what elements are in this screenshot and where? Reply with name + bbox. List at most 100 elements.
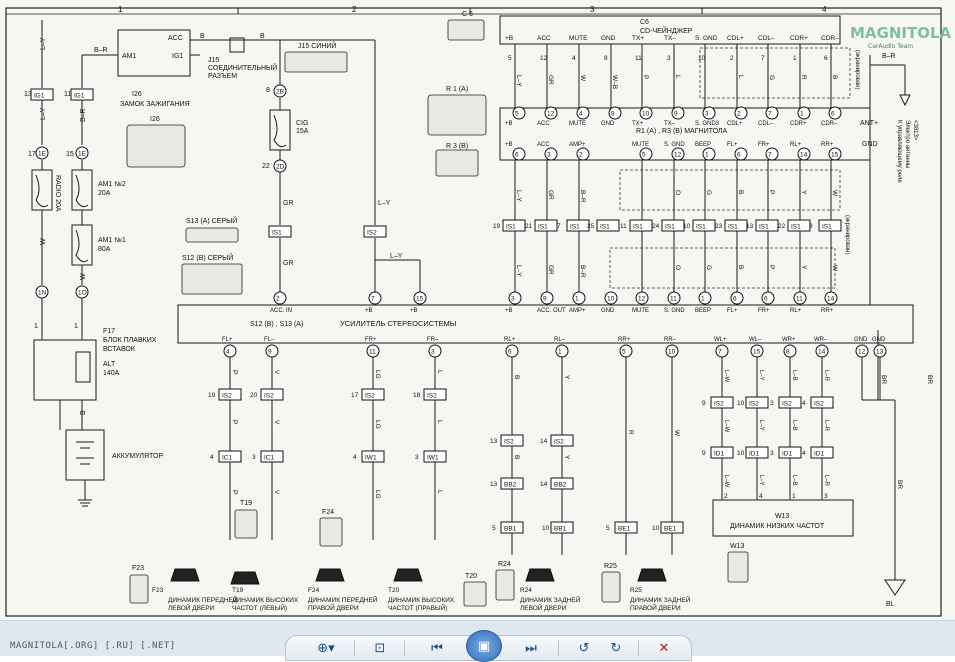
c6-pin-number: 7 — [761, 55, 765, 62]
connector-bb1 — [500, 521, 524, 534]
speaker-title: ЛЕВОЙ ДВЕРИ — [168, 603, 215, 612]
shield-label: (экранирован) — [854, 50, 860, 89]
amp-top-pin-name: RL+ — [790, 308, 802, 314]
connector-id1 — [810, 446, 834, 459]
pin-number: 18 — [413, 392, 421, 399]
connector-bb1-label: BE1 — [618, 526, 631, 533]
c6-pin-name: MUTE — [569, 35, 588, 42]
wire-color: GR — [283, 260, 294, 267]
amp-top-pin-label: 3 — [511, 296, 515, 303]
connector-pin-2d-label: 2D — [276, 164, 285, 171]
c6-title: CD-ЧЕЙНДЖЕР — [640, 26, 693, 35]
speaker-icon — [393, 568, 423, 582]
pin-number: 14 — [540, 438, 548, 445]
connector-code: F24 — [322, 509, 334, 516]
connector-pin-2b-label: 2B — [276, 89, 284, 96]
connector-ic1-label: IW1 — [365, 455, 377, 462]
amp-top-pin — [413, 291, 427, 305]
r1-top-pin-label: 8 — [611, 111, 615, 118]
connector-is2 — [260, 388, 284, 401]
connector-is1 — [755, 219, 779, 232]
amp-top-pin-name: S. GND — [664, 308, 685, 314]
speaker-title: ДИНАМИК ЗАДНЕЙ — [630, 595, 691, 604]
amp-connectors: S12 (B) , S13 (A) — [250, 321, 303, 328]
connector-code: I26 — [150, 116, 160, 123]
connector-is1-label: IS1 — [600, 224, 610, 231]
wire-color: W — [579, 75, 586, 82]
next-image-icon[interactable]: ⏭ — [525, 640, 537, 656]
zoom-icon[interactable]: ⊕▾ — [317, 640, 335, 656]
connector-is1 — [787, 219, 811, 232]
amp-bottom-pin-label: 10 — [668, 349, 676, 356]
r1-top-pin — [702, 106, 716, 120]
c6-pin-name: ACC — [537, 35, 551, 42]
wire-color: L–B — [791, 420, 797, 431]
amp-bottom-pin-label: 9 — [268, 349, 272, 356]
r1-top-pin-name: TX+ — [632, 121, 644, 127]
amp-top-pin-name: BEEP — [695, 308, 711, 314]
pin-number: 11 — [620, 223, 627, 230]
speaker-icon — [315, 568, 345, 582]
connector-s12-icon — [181, 263, 243, 295]
connector-pin-1o-label: 1O — [78, 290, 87, 297]
pin-number: 20 — [250, 392, 258, 399]
amp-top-pin-name: +B — [365, 308, 373, 314]
pin-number: 19 — [493, 223, 501, 230]
amp-top-pin — [698, 291, 712, 305]
r1-top-pin — [734, 106, 748, 120]
r1-bottom-pin-name: +B — [505, 142, 513, 148]
connector-s13-icon — [185, 227, 239, 243]
pin-number: 5 — [606, 525, 610, 532]
r1-top-pin-label: 5 — [515, 111, 519, 118]
speaker-icon — [230, 571, 260, 585]
amp-bottom-pin-label: 13 — [876, 349, 884, 356]
connector-code: R 3 (B) — [446, 143, 468, 150]
wire-color: P — [768, 190, 775, 194]
amp-top-pin-label: 14 — [827, 296, 835, 303]
connector-is2-label: IS2 — [554, 439, 564, 446]
wire-color: L–Y — [515, 265, 522, 277]
wire-color: L — [436, 420, 443, 424]
wire-color: L–Y — [758, 420, 764, 431]
pin-number: 4 — [802, 400, 806, 407]
amp-bottom-pin-name: RL+ — [504, 337, 516, 343]
wire-color: L–Y — [515, 190, 522, 202]
connector-f24-icon — [319, 517, 343, 547]
pin-number: 3 — [415, 454, 419, 461]
j15-connector-label: J15 СИНИЙ — [298, 41, 336, 50]
amp-top-pin — [368, 291, 382, 305]
previous-image-icon[interactable]: ⏮ — [431, 640, 443, 656]
pin-number: 8 — [266, 87, 270, 94]
wire-color: R — [800, 75, 807, 80]
amp-top-pin-name: AMP+ — [569, 308, 586, 314]
speaker-icon — [170, 568, 200, 582]
wire-color: L–Y — [390, 253, 403, 260]
connector-bb1 — [614, 521, 638, 534]
connector-pin-1n-label: 1N — [38, 290, 47, 297]
connector-f23-icon — [129, 574, 149, 604]
c6-pin-number: 4 — [572, 55, 576, 62]
rotate-right-icon[interactable]: ↻ — [610, 640, 622, 656]
connector-is1-label: IS1 — [791, 224, 801, 231]
c6-pin-number: 8 — [604, 55, 608, 62]
amp-top-pin-label: 1 — [575, 296, 579, 303]
r1-top-pin-label: 6 — [831, 111, 835, 118]
slideshow-play-icon[interactable]: ▣ — [466, 630, 502, 662]
r1-top-pin-label: 2 — [737, 111, 741, 118]
amp-top-pin-label: 11 — [796, 296, 803, 303]
amp-bottom-pin-label: 15 — [753, 349, 761, 356]
amp-bottom-pin-label: 14 — [818, 349, 826, 356]
delete-icon[interactable]: ✕ — [658, 640, 670, 656]
wire-color: LG — [374, 420, 381, 429]
fit-window-icon[interactable]: ⊡ — [374, 640, 386, 656]
r1-bottom-pin — [544, 147, 558, 161]
amp-bottom-pin-name: WR+ — [782, 337, 796, 343]
rotate-left-icon[interactable]: ↺ — [578, 640, 590, 656]
wire-color: L–R — [823, 475, 829, 487]
pin-number: 7 — [557, 223, 561, 230]
wire-color: P — [642, 75, 649, 79]
amp-top-pin — [508, 291, 522, 305]
wire-color: W — [831, 190, 838, 197]
connector-is1-label: IS1 — [633, 224, 643, 231]
wire-color: GR — [547, 265, 554, 275]
